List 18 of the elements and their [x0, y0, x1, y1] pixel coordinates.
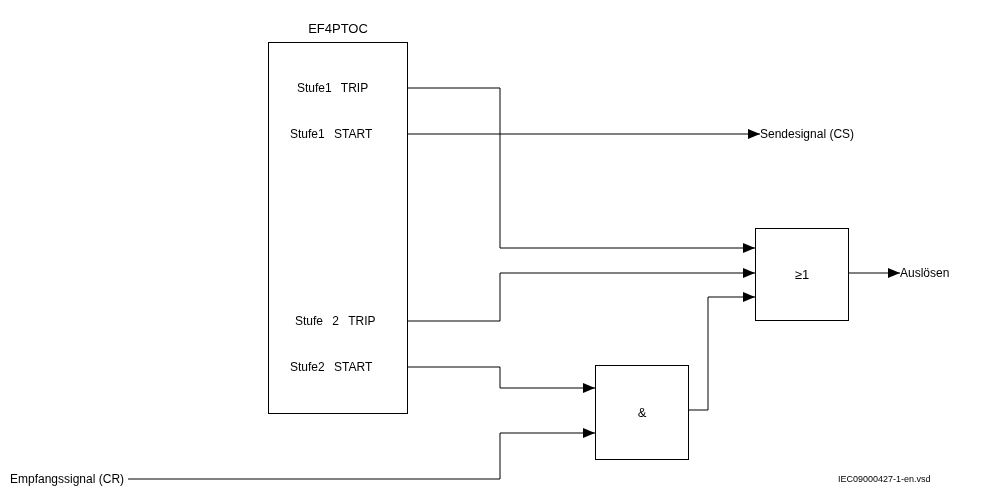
or-gate: ≥1 — [755, 228, 849, 321]
output-label: Stufe 2 TRIP — [285, 311, 407, 331]
output-label: Stufe1 START — [285, 124, 407, 144]
and-gate: & — [595, 365, 689, 460]
signal-arrow — [406, 366, 596, 393]
block-title: EF4PTOC — [307, 20, 369, 38]
signal-arrow — [406, 129, 761, 139]
signal-label: Sendesignal (CS) — [760, 125, 870, 143]
signal-label: Empfangssignal (CR) — [10, 470, 134, 488]
signal-arrow — [406, 268, 756, 322]
output-label: Auslösen — [900, 264, 962, 282]
signal-arrow — [406, 87, 756, 253]
signal-arrow — [688, 292, 756, 411]
signal-arrow — [848, 268, 901, 278]
file-reference: IEC09000427-1-en.vsd — [838, 473, 931, 486]
signal-arrow — [127, 428, 596, 480]
output-label: Stufe1 TRIP — [285, 78, 407, 98]
output-label: Stufe2 START — [285, 357, 407, 377]
